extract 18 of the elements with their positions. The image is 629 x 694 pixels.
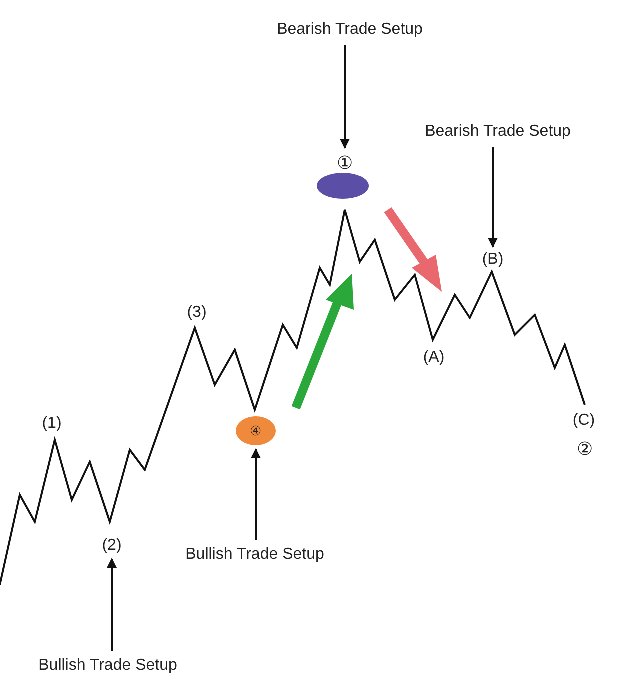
- wave-number: ②: [577, 438, 593, 460]
- wave-label: (C): [572, 412, 596, 430]
- setup-label: Bearish Trade Setup: [277, 21, 423, 39]
- wave-label: (A): [423, 349, 445, 367]
- wave-label: (2): [102, 537, 122, 555]
- setup-label: Bearish Trade Setup: [425, 123, 571, 141]
- arrow: [251, 448, 261, 540]
- arrow: [340, 45, 350, 149]
- wave-label: (B): [482, 251, 504, 269]
- wave-label: (3): [187, 304, 207, 322]
- wave-label: (1): [42, 415, 62, 433]
- ellipse-marker: [317, 173, 369, 199]
- setup-label: Bullish Trade Setup: [38, 657, 178, 675]
- wave-number: ①: [337, 152, 353, 174]
- arrow: [107, 558, 117, 651]
- setup-label: Bullish Trade Setup: [186, 546, 324, 564]
- wave-number: ④: [236, 416, 276, 446]
- arrow: [488, 147, 498, 248]
